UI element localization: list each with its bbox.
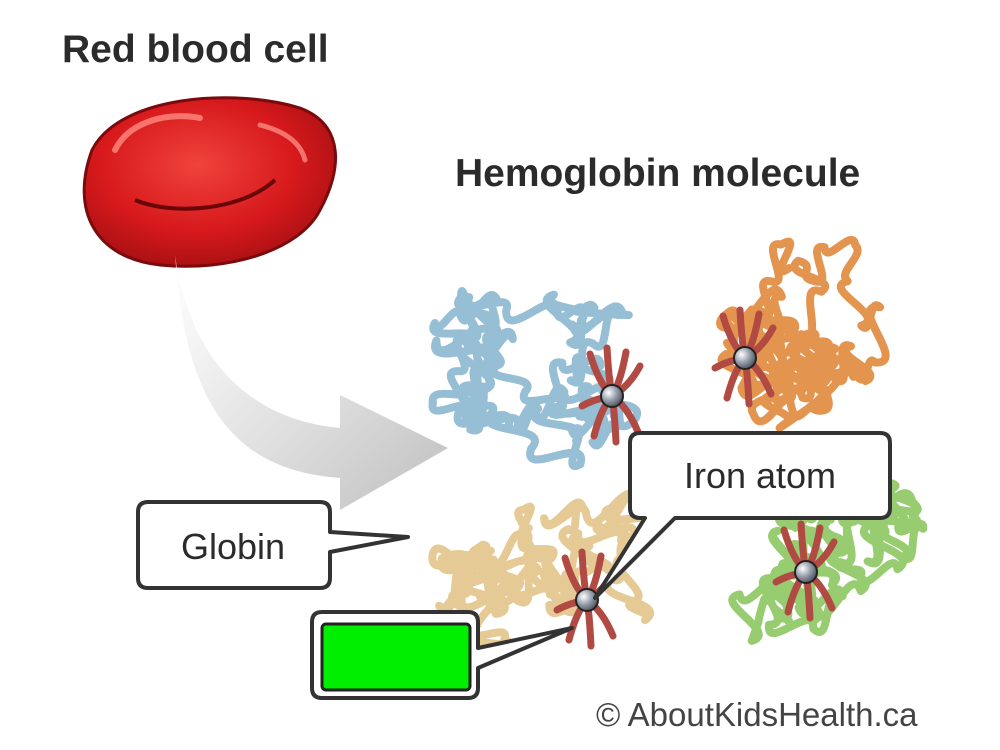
hemoglobin-molecule-title: Hemoglobin molecule [455, 152, 861, 195]
heme-group [711, 306, 777, 408]
zoom-arrow [175, 255, 448, 510]
heme-groups [553, 306, 838, 650]
heme-callout [310, 610, 574, 700]
iron-atom [600, 384, 624, 408]
iron-atom-label: Iron atom [684, 455, 836, 496]
red-blood-cell-illustration [82, 96, 338, 268]
copyright-notice: © AboutKidsHealth.ca [596, 696, 918, 733]
globin-label: Globin [181, 526, 285, 567]
iron-atom [575, 588, 599, 612]
iron-atom [794, 560, 818, 584]
red-blood-cell-title: Red blood cell [62, 28, 329, 71]
globin-chain-tan [428, 489, 660, 653]
iron-atom-callout: Iron atom [593, 431, 892, 600]
heme-group [772, 520, 838, 622]
globin-chain-blue [428, 287, 641, 471]
heme-label-box [320, 622, 472, 692]
globin-callout: Globin [136, 500, 410, 590]
iron-atom [733, 346, 757, 370]
heme-group [578, 344, 644, 446]
